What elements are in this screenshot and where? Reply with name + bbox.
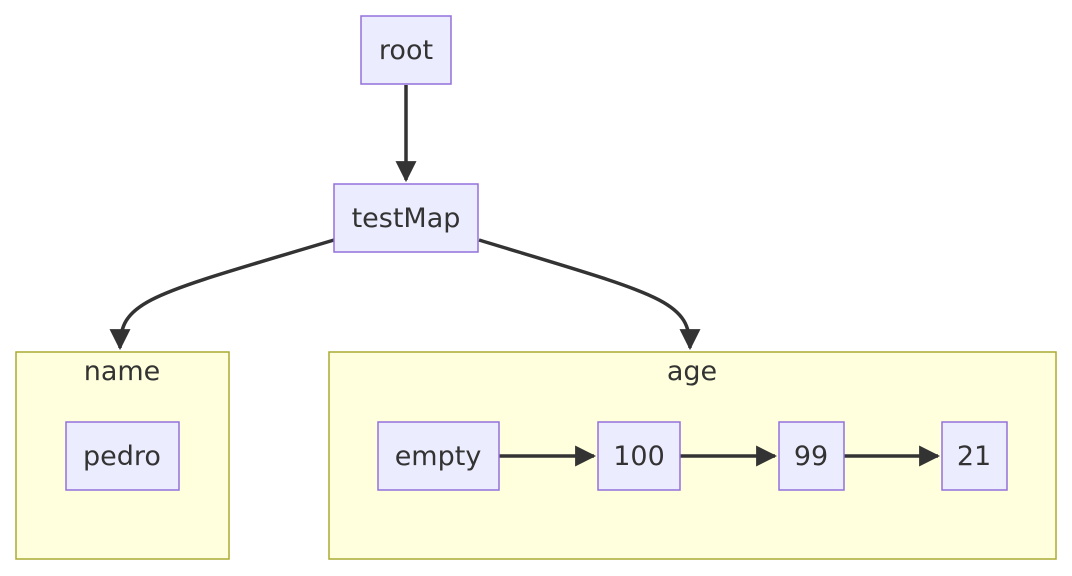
- node-empty-label: empty: [395, 441, 482, 472]
- cluster-age-label: age: [667, 356, 717, 387]
- node-99: 99: [778, 421, 845, 491]
- edge-testmap-age: [478, 238, 701, 351]
- edge-testmap-name: [109, 238, 335, 351]
- node-testmap: testMap: [333, 183, 479, 253]
- cluster-name-label: name: [84, 356, 161, 387]
- node-99-label: 99: [794, 441, 828, 472]
- node-empty: empty: [377, 421, 500, 491]
- node-pedro: pedro: [65, 421, 180, 491]
- node-21: 21: [941, 421, 1008, 491]
- node-testmap-label: testMap: [352, 203, 461, 234]
- node-pedro-label: pedro: [83, 441, 161, 472]
- node-21-label: 21: [957, 441, 991, 472]
- cluster-name: name: [15, 351, 230, 560]
- node-root-label: root: [379, 35, 433, 66]
- node-100-label: 100: [613, 441, 665, 472]
- node-100: 100: [597, 421, 681, 491]
- node-root: root: [360, 15, 452, 85]
